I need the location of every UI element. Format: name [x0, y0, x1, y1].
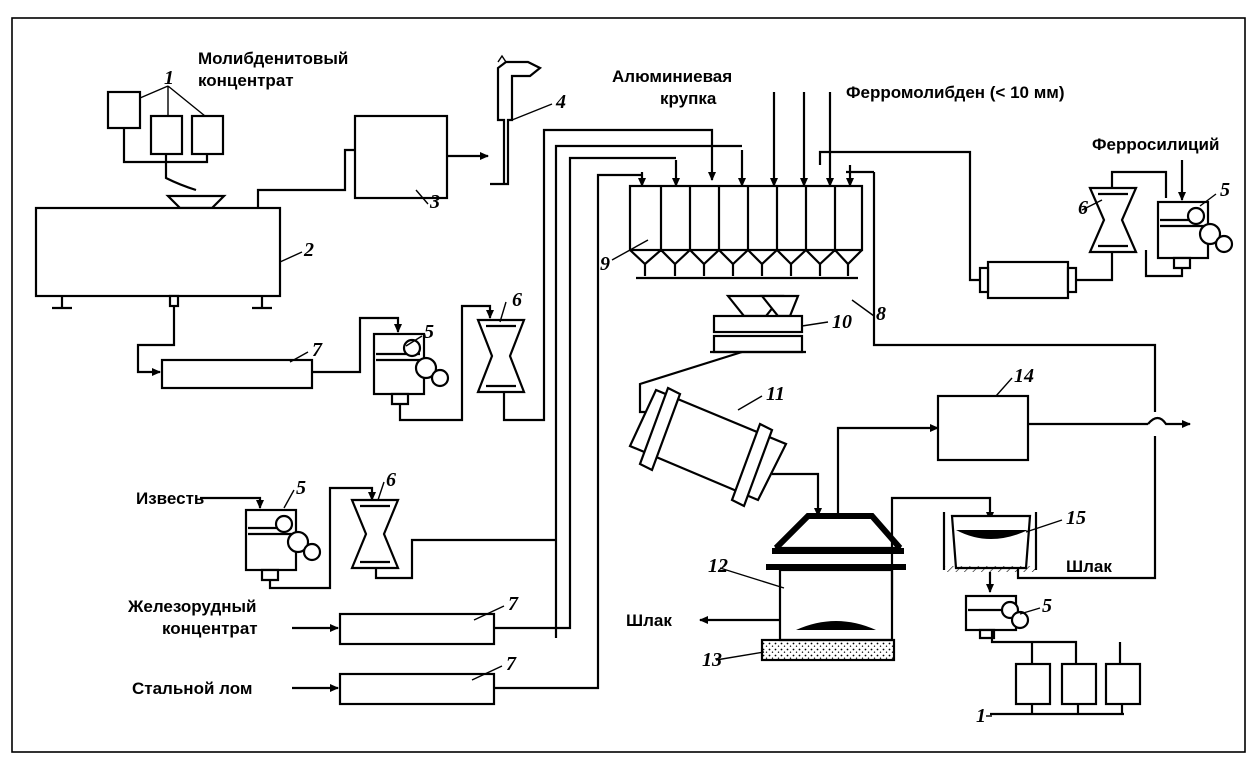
label-lime: Известь — [136, 489, 204, 508]
conveyor-7-upper — [160, 358, 314, 390]
num-12: 12 — [708, 555, 728, 577]
label-aluminium-line1: Алюминиевая — [612, 67, 732, 86]
num-5-lower: 5 — [1042, 595, 1052, 617]
num-5-lime: 5 — [296, 477, 306, 499]
hopper-bank-9 — [628, 184, 864, 280]
num-5-upper: 5 — [424, 321, 434, 343]
num-4: 4 — [555, 91, 566, 113]
num-15: 15 — [1066, 507, 1086, 529]
label-molybdenite-line1: Молибденитовый — [198, 49, 348, 68]
crusher-5-lime — [244, 508, 322, 582]
label-ferrosilicon: Ферросилиций — [1092, 135, 1219, 154]
mill-6-lime — [350, 498, 400, 570]
mill-6-right — [1088, 186, 1138, 254]
num-2: 2 — [303, 239, 314, 261]
feed-hopper — [165, 194, 227, 210]
crusher-5-lower — [964, 594, 1030, 640]
label-steel-scrap: Стальной лом — [132, 679, 252, 698]
diagram-border — [11, 17, 1246, 753]
num-9: 9 — [600, 253, 610, 275]
label-ferromolybdenum: Ферромолибден (< 10 мм) — [846, 83, 1065, 102]
num-14: 14 — [1014, 365, 1034, 387]
gas-cleaning-3 — [353, 114, 449, 200]
label-slag-left: Шлак — [626, 611, 672, 630]
gas-cleaning-14 — [936, 394, 1030, 462]
crusher-5-upper — [372, 332, 450, 406]
mill-6-upper — [476, 318, 526, 394]
slag-pot-15 — [942, 512, 1038, 572]
mixer-10 — [710, 294, 806, 354]
num-7-scrap: 7 — [506, 653, 517, 675]
crusher-5-right — [1156, 200, 1234, 270]
num-7-ore: 7 — [508, 593, 519, 615]
sand-bed-13 — [760, 638, 896, 662]
num-10: 10 — [832, 311, 852, 333]
label-molybdenite-line2: концентрат — [198, 71, 294, 90]
num-8: 8 — [876, 303, 886, 325]
stack-4 — [490, 54, 543, 186]
conveyor-7-ore — [338, 612, 496, 646]
label-iron-ore-line1: Железорудный — [127, 597, 256, 616]
num-11: 11 — [766, 383, 785, 405]
reactor-12 — [766, 513, 906, 642]
dryer-8 — [978, 260, 1078, 300]
bins-1-top — [106, 85, 225, 192]
num-6-upper: 6 — [512, 289, 522, 311]
drum-mixer-11 — [628, 386, 788, 508]
label-slag-right: Шлак — [1066, 557, 1112, 576]
label-iron-ore-line2: концентрат — [162, 619, 258, 638]
conveyor-7-scrap — [338, 672, 496, 706]
num-7-upper: 7 — [312, 339, 323, 361]
num-5-right: 5 — [1220, 179, 1230, 201]
num-6-right: 6 — [1078, 197, 1088, 219]
roasting-furnace-2 — [34, 206, 282, 310]
num-3: 3 — [429, 191, 440, 213]
num-13: 13 — [702, 649, 722, 671]
label-aluminium-line2: крупка — [660, 89, 717, 108]
bins-1-bottom — [990, 662, 1142, 716]
num-6-lime: 6 — [386, 469, 396, 491]
num-1-bottom: 1 — [976, 705, 986, 727]
num-1-top: 1 — [164, 67, 174, 89]
